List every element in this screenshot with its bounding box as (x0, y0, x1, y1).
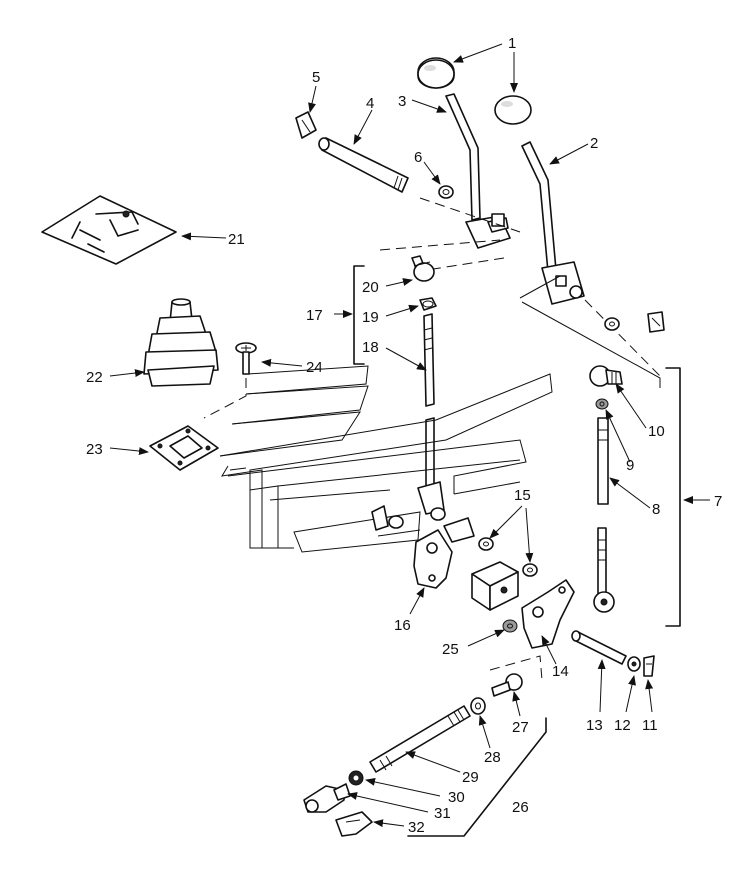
callout-7: 7 (714, 493, 722, 510)
threaded-rod-part-29 (369, 705, 471, 773)
clip-part-11 (643, 655, 655, 677)
clip-part-5 (295, 111, 317, 139)
gasket-plate-part-23 (149, 425, 219, 471)
callout-24: 24 (306, 359, 323, 376)
callout-20: 20 (362, 279, 379, 296)
callout-22: 22 (86, 369, 103, 386)
callout-3: 3 (398, 93, 406, 110)
washer-part-6 (438, 185, 454, 199)
callout-31: 31 (434, 805, 451, 822)
callout-15: 15 (514, 487, 531, 504)
ball-joint-part-20 (411, 255, 435, 282)
bracket-7 (665, 367, 681, 627)
washer-part-12 (627, 656, 641, 672)
callout-5: 5 (312, 69, 320, 86)
callout-25: 25 (442, 641, 459, 658)
nut-part-9 (595, 398, 609, 410)
washer-upper-right (604, 317, 620, 331)
callout-29: 29 (462, 769, 479, 786)
callout-14: 14 (552, 663, 569, 680)
callout-27: 27 (512, 719, 529, 736)
clip-left-bracket (371, 505, 404, 531)
shift-lever-part-2 (521, 141, 585, 305)
callout-6: 6 (414, 149, 422, 166)
screw-part-24 (203, 342, 257, 419)
nut-part-28 (470, 697, 486, 715)
callout-8: 8 (652, 501, 660, 518)
callout-28: 28 (484, 749, 501, 766)
rubber-boot-part-22 (143, 298, 219, 387)
bracket-26 (407, 717, 547, 837)
callout-11: 11 (642, 717, 658, 734)
clip-upper-right (647, 311, 665, 333)
pin-part-13 (571, 630, 627, 665)
callout-10: 10 (648, 423, 665, 440)
callout-1: 1 (508, 35, 516, 52)
bracket-part-14 (521, 579, 575, 649)
interlock-block (471, 561, 519, 611)
callout-19: 19 (362, 309, 379, 326)
leader-lines (109, 43, 710, 828)
callout-9: 9 (626, 457, 634, 474)
callout-21: 21 (228, 231, 245, 248)
callout-16: 16 (394, 617, 411, 634)
pivot-shaft-part-4 (318, 137, 409, 193)
washer-part-25 (502, 619, 518, 633)
callout-23: 23 (86, 441, 103, 458)
knob-part-1b (494, 95, 532, 125)
callout-2: 2 (590, 135, 598, 152)
rod-part-18 (417, 313, 446, 521)
nut-part-19 (419, 297, 437, 311)
nut-part-30 (348, 770, 364, 786)
callout-17: 17 (306, 307, 323, 324)
washer-part-15b (522, 563, 538, 577)
washer-part-15a (478, 537, 494, 551)
bracket-part-16 (413, 517, 475, 589)
callout-4: 4 (366, 95, 374, 112)
bracket-17 (353, 265, 365, 365)
knob-part-1 (417, 57, 455, 89)
callout-labels: 1 2 3 4 5 6 7 8 9 10 11 12 13 14 15 16 1… (86, 35, 722, 836)
callout-18: 18 (362, 339, 379, 356)
shift-lever-part-3 (445, 93, 511, 249)
callout-30: 30 (448, 789, 465, 806)
callout-32: 32 (408, 819, 425, 836)
callout-13: 13 (586, 717, 603, 734)
shift-pattern-decal-part-21 (41, 195, 177, 265)
housing-outline (219, 365, 553, 553)
rod-part-8 (593, 417, 615, 613)
clip-part-32 (335, 811, 373, 837)
callout-12: 12 (614, 717, 631, 734)
callout-26: 26 (512, 799, 529, 816)
clevis-part-31 (303, 783, 351, 813)
ball-stud-part-27 (491, 673, 523, 697)
ball-joint-part-10 (589, 365, 623, 387)
